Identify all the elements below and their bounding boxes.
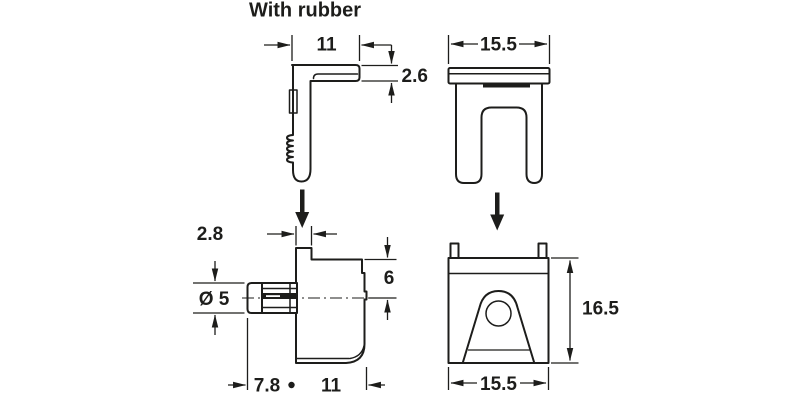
dim-support-width: 15.5	[447, 367, 550, 395]
rubber-lip-line	[312, 73, 359, 80]
rubber-clip-window	[288, 89, 298, 114]
dim-chain-dot	[288, 381, 295, 389]
assembly-down-arrow-icon	[490, 192, 505, 231]
support-front-body	[447, 257, 550, 364]
rubber-buffer-front-view: 15.5	[447, 35, 551, 184]
dim-pin-axis-height: 6	[364, 237, 397, 320]
pin-cap	[246, 282, 263, 314]
support-side-view: 2.8 Ø 5 6 7.8 11	[193, 224, 397, 397]
assembly-down-arrow-icon	[295, 189, 310, 228]
support-front-view: 16.5 15.5	[447, 242, 619, 395]
dim-support-height: 16.5	[551, 257, 619, 364]
dim-label-rubber-width: 11	[316, 35, 337, 56]
dim-label-rubber-front-width: 15.5	[480, 35, 517, 56]
support-right-tab	[537, 242, 548, 259]
rubber-top-bar	[447, 67, 551, 85]
dim-hook-width: 2.8	[197, 224, 337, 246]
dim-label-hook-width: 2.8	[197, 224, 223, 245]
dim-label-rubber-thickness: 2.6	[402, 66, 428, 87]
dim-label-body-depth: 11	[321, 376, 342, 397]
pin-hole	[485, 300, 512, 327]
dim-pin-diameter: Ø 5	[193, 261, 245, 335]
dim-label-pin-length: 7.8	[254, 376, 280, 397]
dim-label-support-width: 15.5	[480, 374, 517, 395]
dim-rubber-width: 11	[264, 35, 392, 61]
pin-boss-outline	[462, 290, 535, 363]
support-left-tab	[449, 242, 460, 259]
drawing-title: With rubber	[249, 0, 361, 22]
dim-pin-length-and-depth: 7.8 11	[228, 318, 385, 397]
dim-rubber-thickness: 2.6	[361, 45, 428, 103]
dim-rubber-front-width: 15.5	[447, 35, 551, 64]
dim-label-support-height: 16.5	[582, 299, 619, 320]
rubber-profile-outline	[286, 64, 361, 183]
dim-label-pin-axis-height: 6	[384, 268, 395, 289]
rubber-fold-line	[349, 345, 365, 360]
pin-rib-highlight	[266, 295, 280, 297]
rubber-fork-outline	[455, 82, 543, 184]
rubber-buffer-side-view: 11 2.6	[264, 35, 428, 183]
dim-label-pin-diameter: Ø 5	[199, 289, 230, 310]
rubber-seat-strip	[483, 83, 530, 88]
support-body-outline	[295, 247, 368, 364]
